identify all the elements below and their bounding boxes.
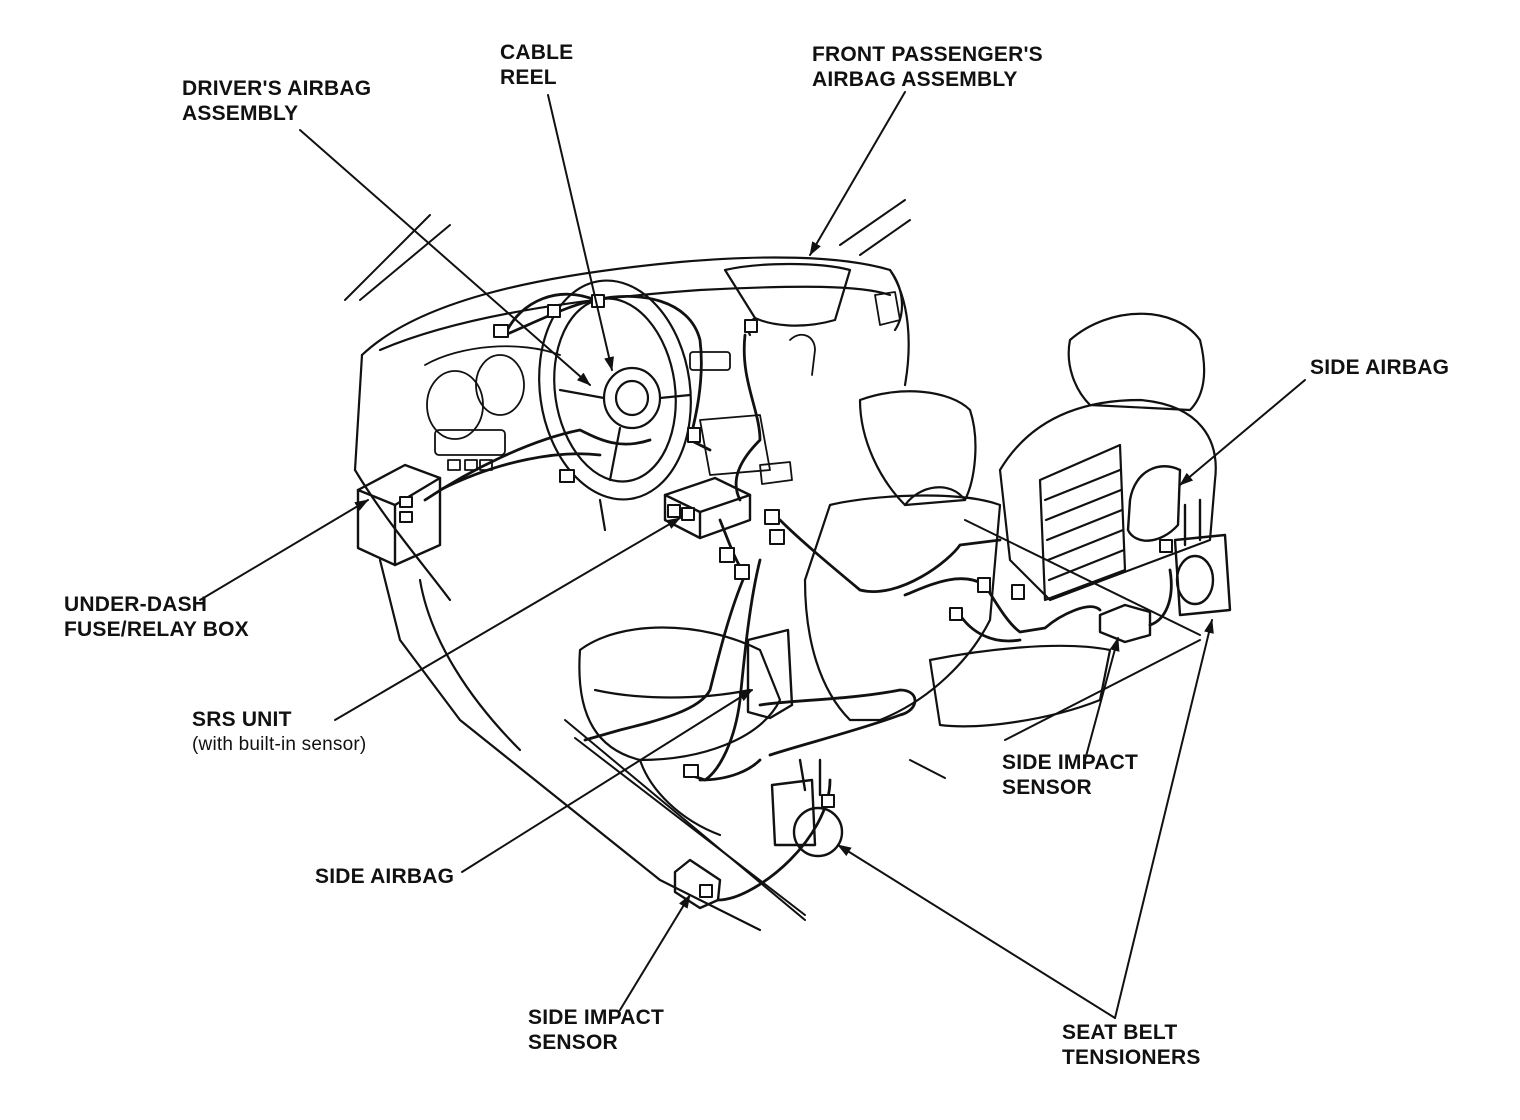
instrument-cluster — [424, 345, 561, 471]
label-front-passenger-airbag: FRONT PASSENGER'S AIRBAG ASSEMBLY — [812, 43, 1043, 91]
rear-seat — [928, 312, 1217, 728]
label-side-impact-sensor-bottom: SIDE IMPACT SENSOR — [528, 1006, 664, 1054]
label-side-airbag-left: SIDE AIRBAG — [315, 865, 455, 888]
leader-tensioner-right — [1114, 619, 1214, 1019]
front-passenger-seat — [578, 390, 1002, 837]
leader-cable-reel — [547, 94, 614, 371]
leader-lines — [199, 91, 1306, 1019]
label-seat-belt-tensioners: SEAT BELT TENSIONERS — [1062, 1021, 1201, 1069]
label-srs-unit: SRS UNIT (with built-in sensor) — [192, 708, 367, 755]
srs-unit-box — [663, 476, 752, 540]
connectors — [399, 294, 1173, 898]
tensioner-right — [1173, 498, 1232, 617]
tensioner-left — [770, 758, 844, 858]
leader-tensioner-left — [837, 844, 1116, 1019]
leader-side-airbag-right — [1179, 379, 1306, 486]
leader-drivers-airbag — [299, 129, 591, 386]
leader-passenger-airbag — [809, 91, 906, 256]
side-airbag-modules — [746, 465, 1182, 720]
leader-side-impact-right — [1084, 637, 1120, 761]
steering-wheel — [538, 279, 692, 532]
dashboard-outline — [353, 256, 910, 932]
label-side-impact-sensor-right: SIDE IMPACT SENSOR — [1002, 751, 1138, 799]
center-stack — [689, 291, 901, 485]
passenger-airbag-module — [723, 262, 852, 337]
label-drivers-airbag: DRIVER'S AIRBAG ASSEMBLY — [182, 77, 372, 125]
leader-side-airbag-left — [461, 689, 753, 873]
leader-fuse-box — [199, 499, 369, 601]
label-side-airbag-right: SIDE AIRBAG — [1310, 356, 1450, 379]
windshield-lines — [344, 199, 911, 301]
leader-srs-unit — [334, 517, 681, 721]
label-under-dash-box: UNDER-DASH FUSE/RELAY BOX — [64, 593, 249, 641]
label-cable-reel: CABLE REEL — [500, 41, 574, 89]
leader-side-impact-bottom — [619, 894, 691, 1011]
